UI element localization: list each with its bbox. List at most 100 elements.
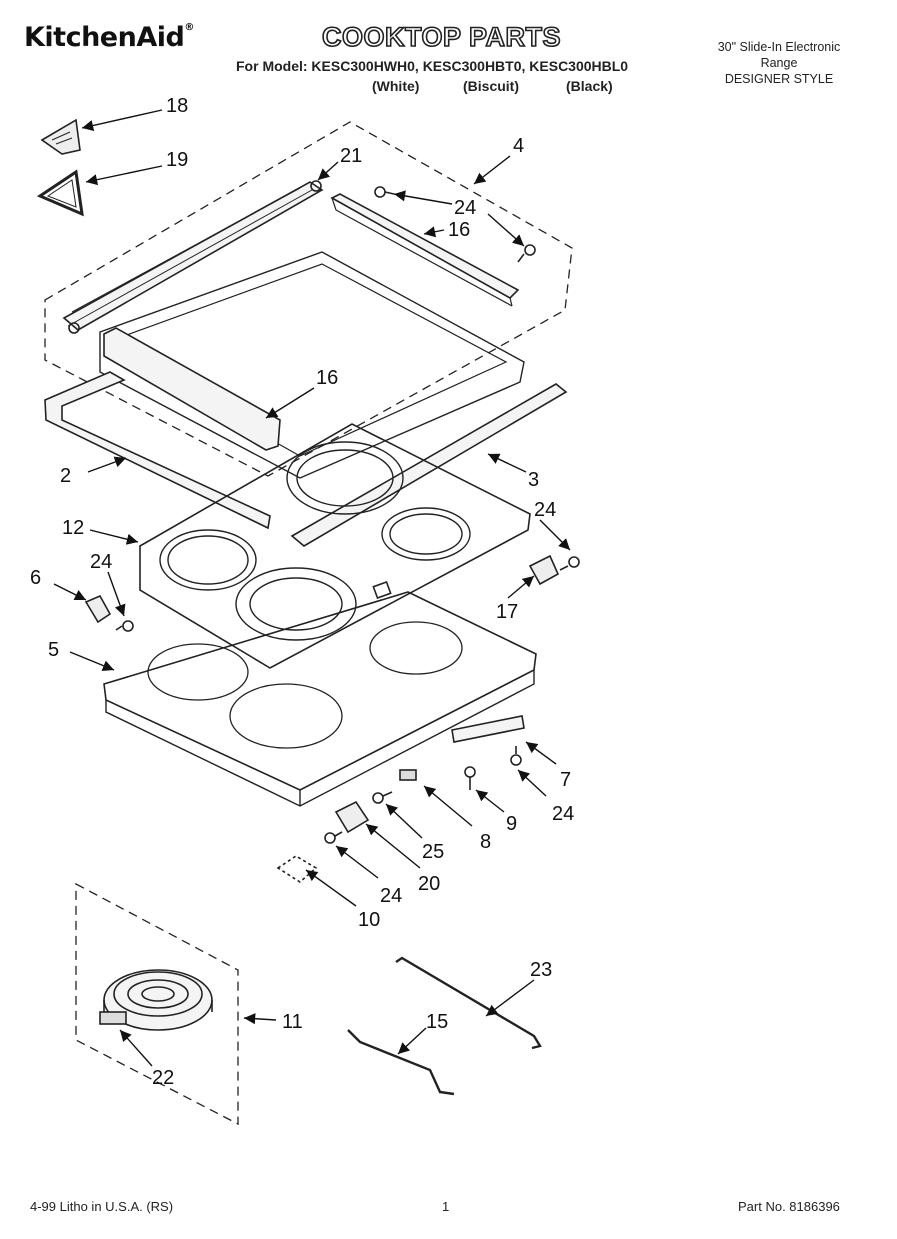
callout-15: 15 — [426, 1011, 448, 1033]
callout-2: 2 — [60, 465, 71, 487]
element-ring-center-front — [235, 567, 357, 641]
element-ring-right — [381, 507, 471, 561]
leader-18 — [81, 109, 163, 132]
assembly-outline-lower — [75, 882, 239, 1126]
leader-19 — [85, 165, 163, 186]
footer-litho: 4-99 Litho in U.S.A. (RS) — [30, 1199, 174, 1214]
leader-6 — [53, 583, 87, 601]
leader-4 — [473, 155, 511, 185]
leader-8 — [423, 785, 473, 827]
part-4-frame — [99, 251, 525, 479]
leader-12 — [89, 529, 139, 545]
leader-11 — [243, 1013, 277, 1025]
range-type-line3: DESIGNER STYLE — [724, 72, 834, 86]
callout-24-right: 24 — [534, 499, 556, 521]
assembly-outline-top — [44, 121, 573, 477]
page-title: COOKTOP PARTS — [321, 21, 562, 53]
leader-2 — [87, 456, 127, 473]
color-white: (White) — [372, 78, 420, 94]
leader-24a-left — [393, 190, 453, 205]
screw-24-lower-right — [510, 746, 522, 766]
model-numbers: For Model: KESC300HWH0, KESC300HBT0, KES… — [236, 58, 629, 74]
part-19-trim — [36, 169, 84, 217]
callout-5: 5 — [48, 639, 59, 661]
screw-24-lower — [324, 831, 343, 844]
screw-24-upper-right — [517, 244, 536, 263]
leader-10 — [305, 869, 357, 907]
footer-part-number: Part No. 8186396 — [738, 1199, 840, 1214]
leader-17 — [507, 575, 535, 599]
callout-12: 12 — [62, 517, 84, 539]
leader-5 — [69, 651, 115, 671]
screw-24-left — [115, 620, 134, 632]
color-biscuit: (Biscuit) — [463, 78, 519, 94]
callout-6: 6 — [30, 567, 41, 589]
callout-16-mid: 16 — [316, 367, 338, 389]
element-ring-left-front — [159, 529, 257, 591]
part-3-side-trim — [290, 383, 568, 547]
glass-indicator-square — [372, 580, 392, 600]
callout-19: 19 — [166, 149, 188, 171]
part-16-channel-lower — [103, 327, 281, 451]
box-cutout-center — [229, 683, 343, 749]
callout-4: 4 — [513, 135, 524, 157]
footer-page-number: 1 — [442, 1199, 450, 1214]
leader-3 — [487, 453, 527, 473]
element-ring-large-rear — [286, 441, 404, 515]
leader-24a-right — [487, 213, 525, 247]
part-23-rod — [395, 956, 542, 1050]
callout-9: 9 — [506, 813, 517, 835]
leader-9 — [475, 789, 505, 813]
part-18-badge — [40, 118, 81, 155]
leader-24b — [539, 519, 571, 551]
leader-7 — [525, 741, 557, 765]
part-10-clip — [276, 855, 318, 883]
callout-21: 21 — [340, 145, 362, 167]
leader-15 — [397, 1027, 427, 1055]
leader-24e — [335, 845, 379, 879]
brand-logo: KitchenAid® — [24, 22, 194, 53]
leader-16b — [265, 387, 315, 419]
screw-24-right — [559, 556, 580, 571]
callout-18: 18 — [166, 95, 188, 117]
leader-22 — [119, 1029, 153, 1067]
box-cutout-right — [369, 621, 463, 675]
screw-24-upper-left — [374, 186, 395, 198]
part-9-screw — [464, 766, 476, 790]
callout-24-bottom: 24 — [380, 885, 402, 907]
part-25-screw — [372, 791, 393, 804]
leader-24c — [107, 571, 126, 617]
part-17-bracket — [528, 554, 560, 586]
part-16-channel-upper — [330, 193, 520, 299]
range-type-line2: Range — [760, 56, 798, 70]
color-black: (Black) — [566, 78, 613, 94]
part-7-trim-bar — [451, 715, 525, 743]
callout-3: 3 — [528, 469, 539, 491]
leader-21 — [317, 161, 339, 181]
callout-7: 7 — [560, 769, 571, 791]
part-12-glass — [139, 423, 531, 669]
leader-24d — [517, 769, 547, 797]
callout-20: 20 — [418, 873, 440, 895]
part-22-terminal — [99, 1011, 127, 1025]
box-cutout-left — [147, 643, 249, 701]
leader-23 — [485, 979, 535, 1017]
callout-25: 25 — [422, 841, 444, 863]
part-20-bracket — [334, 800, 370, 834]
callout-24-top: 24 — [454, 197, 476, 219]
callout-11: 11 — [282, 1011, 303, 1033]
callout-22: 22 — [152, 1067, 174, 1089]
leader-25 — [385, 803, 423, 839]
part-11-radiant-element — [103, 969, 213, 1031]
callout-16-top: 16 — [448, 219, 470, 241]
part-8-block — [399, 769, 417, 781]
leader-20 — [365, 823, 421, 869]
part-15-rod — [347, 1029, 455, 1096]
leader-16a — [423, 226, 445, 238]
callout-17: 17 — [496, 601, 518, 623]
callout-23: 23 — [530, 959, 552, 981]
callout-24-left: 24 — [90, 551, 112, 573]
part-2-side-trim — [44, 371, 271, 530]
part-6-clip — [84, 594, 112, 624]
